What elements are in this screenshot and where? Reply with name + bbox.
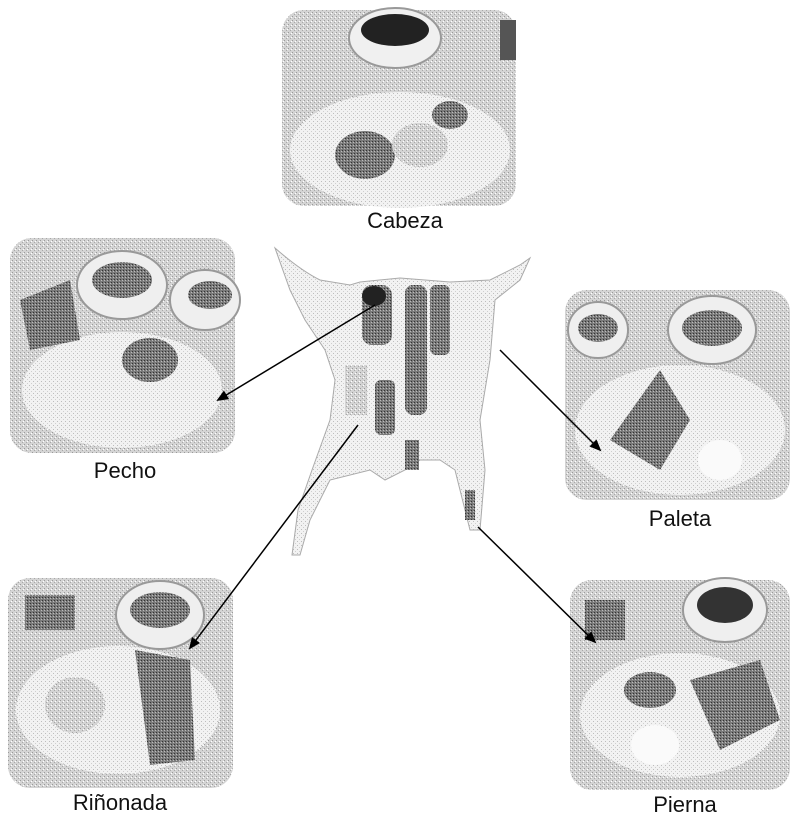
carcass-image xyxy=(275,248,530,555)
photo-pierna xyxy=(570,578,790,790)
photo-pecho xyxy=(10,238,240,453)
photo-paleta xyxy=(565,290,790,500)
photo-cabeza xyxy=(282,8,516,208)
label-cabeza: Cabeza xyxy=(350,208,460,234)
label-pierna: Pierna xyxy=(625,792,745,818)
label-rinonada: Riñonada xyxy=(50,790,190,816)
arrow-to-rinonada xyxy=(190,425,358,648)
label-pecho: Pecho xyxy=(70,458,180,484)
arrow-to-pierna xyxy=(478,527,595,642)
photo-rinonada xyxy=(8,578,233,788)
label-paleta: Paleta xyxy=(625,506,735,532)
